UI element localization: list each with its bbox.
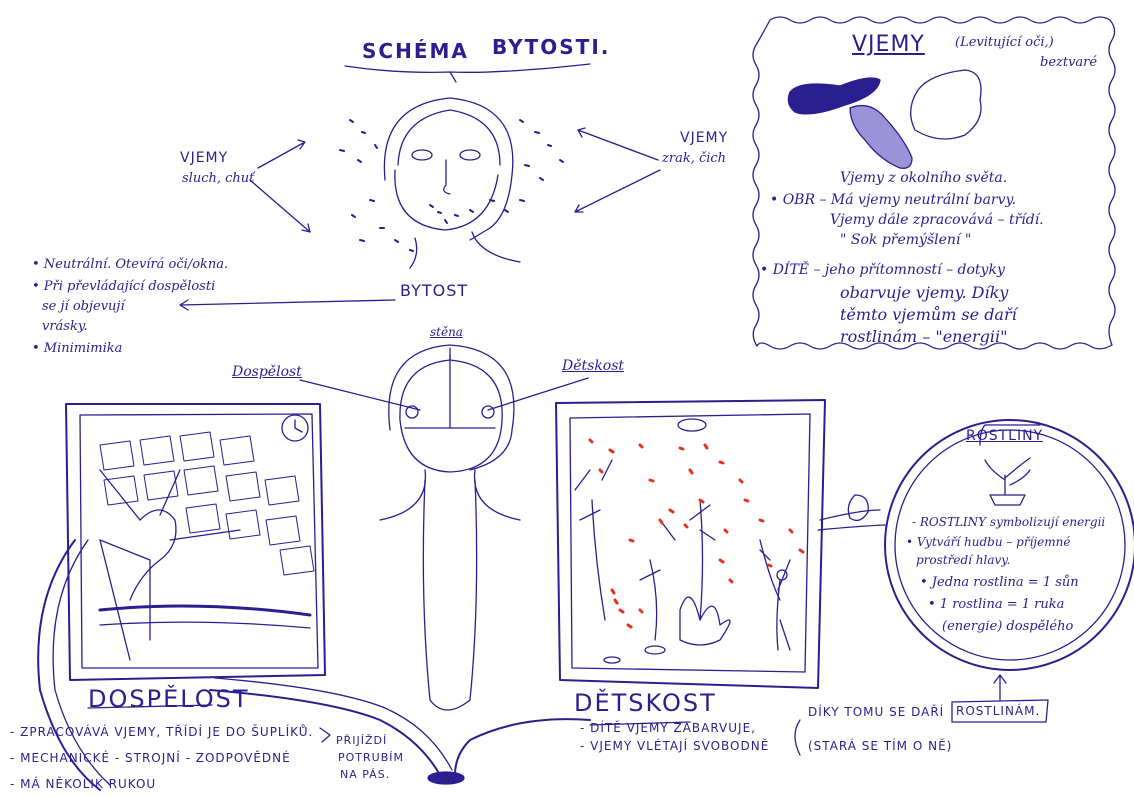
detskost-title: DĚTSKOST xyxy=(574,690,717,718)
vjemy-box-subtitle-1: (Levitující oči,) xyxy=(955,36,1054,51)
bytost-note-2: • Při převládající dospělosti xyxy=(32,280,215,295)
vjemy-dots xyxy=(340,120,563,251)
arrow-left-bottom xyxy=(250,180,310,232)
bytost-note-3: se jí objevují xyxy=(42,300,125,315)
title-word-1: SCHÉMA xyxy=(362,40,469,63)
rostlinam-label: ROSTLINÁM. xyxy=(956,705,1040,719)
vjemy-box-line-6: obarvuje vjemy. Díky xyxy=(840,284,1008,302)
red-vjemy xyxy=(590,440,803,627)
rostliny-line-6: (energie) dospělého xyxy=(942,620,1073,635)
vjemy-box-line-8: rostlinám – "energii" xyxy=(840,328,1007,346)
rostliny-plant xyxy=(985,458,1030,505)
arrow-left-top xyxy=(258,140,305,168)
center-head-drawing xyxy=(380,345,520,710)
bytost-note-1: • Neutrální. Otevírá oči/okna. xyxy=(32,258,228,273)
detskost-head-label: Dětskost xyxy=(562,358,624,374)
detskost-result-1: DÍKY TOMU SE DAŘÍ xyxy=(808,706,944,720)
pipe-note-1: PŘIJÍŽDÍ xyxy=(336,735,387,748)
vjemy-left-sub: sluch, chuť xyxy=(182,172,254,187)
rostliny-title: ROSTLINY xyxy=(966,428,1043,444)
vjemy-box-line-7: těmto vjemům se daří xyxy=(840,306,1017,324)
brace-detskost xyxy=(795,720,800,755)
bytost-label: BYTOST xyxy=(400,282,468,300)
detskost-line-2: - VJEMY VLÉTAJÍ SVOBODNĚ xyxy=(580,740,769,754)
dospelost-title: DOSPĚLOST xyxy=(88,686,250,714)
arrow-right-top xyxy=(578,128,658,160)
pipe-note-2: POTRUBÍM xyxy=(338,752,404,765)
detskost-line-1: - DÍTĚ VJEMY ZABARVUJE, xyxy=(580,722,756,736)
dospelost-line-3: - MÁ NĚKOLIK RUKOU xyxy=(10,778,156,792)
bytost-note-4: vrásky. xyxy=(42,320,88,335)
pipe-note-3: NA PÁS. xyxy=(340,769,390,782)
detskost-result-2: (STARÁ SE TÍM O NĚ) xyxy=(808,740,952,754)
vjemy-box-line-3: Vjemy dále zpracovává – třídí. xyxy=(830,212,1044,228)
detskost-box xyxy=(556,400,825,688)
connector-rostliny xyxy=(818,510,885,530)
arrow-right-bottom xyxy=(575,170,660,212)
vjemy-box-subtitle-2: beztvaré xyxy=(1040,56,1097,71)
vjemy-box-line-5: • DÍTĚ – jeho přítomností – dotyky xyxy=(760,262,1005,278)
rostliny-line-5: • 1 rostlina = 1 ruka xyxy=(928,598,1064,613)
title-word-2: BYTOSTI. xyxy=(492,36,610,59)
dospelost-box xyxy=(66,404,325,680)
vjemy-right-sub: zrak, čich xyxy=(662,152,726,167)
dospelost-head-label: Dospělost xyxy=(232,364,302,380)
arrow-rostlinam xyxy=(994,675,1006,700)
stena-label: stěna xyxy=(430,326,463,340)
vjemy-blob-hatched xyxy=(850,106,912,169)
vjemy-left-label: VJEMY xyxy=(180,150,228,166)
rostliny-line-4: • Jedna rostlina = 1 sůn xyxy=(920,576,1079,591)
rostliny-line-1: - ROSTLINY symbolizují energii xyxy=(912,516,1105,530)
vjemy-box-line-1: Vjemy z okolního světa. xyxy=(840,170,1007,186)
dospelost-line-1: - ZPRACOVÁVÁ VJEMY, TŘÍDÍ JE DO ŠUPLÍKŮ. xyxy=(10,726,313,740)
pipe-center-right xyxy=(455,719,590,775)
bytost-note-5: • Minimimika xyxy=(32,342,122,357)
vjemy-box-line-4: " Sok přemýšlení " xyxy=(840,232,971,248)
dospelost-line-2: - MECHANICKÉ - STROJNÍ - ZODPOVĚDNÉ xyxy=(10,752,291,766)
vjemy-box-line-2: • OBR – Má vjemy neutrální barvy. xyxy=(770,192,1016,208)
vjemy-box-title: VJEMY xyxy=(852,32,925,57)
title-flourish xyxy=(345,64,590,72)
bytost-head-drawing xyxy=(384,98,520,268)
vjemy-right-label: VJEMY xyxy=(680,130,728,146)
line-detskost xyxy=(488,378,588,410)
conveyor-bowl xyxy=(428,772,464,784)
arrow-bytost xyxy=(180,300,395,310)
rostliny-line-3: prostředí hlavy. xyxy=(916,554,1010,568)
rostliny-line-2: • Vytváří hudbu – příjemné xyxy=(906,536,1070,550)
vjemy-blob-outline xyxy=(911,70,981,139)
